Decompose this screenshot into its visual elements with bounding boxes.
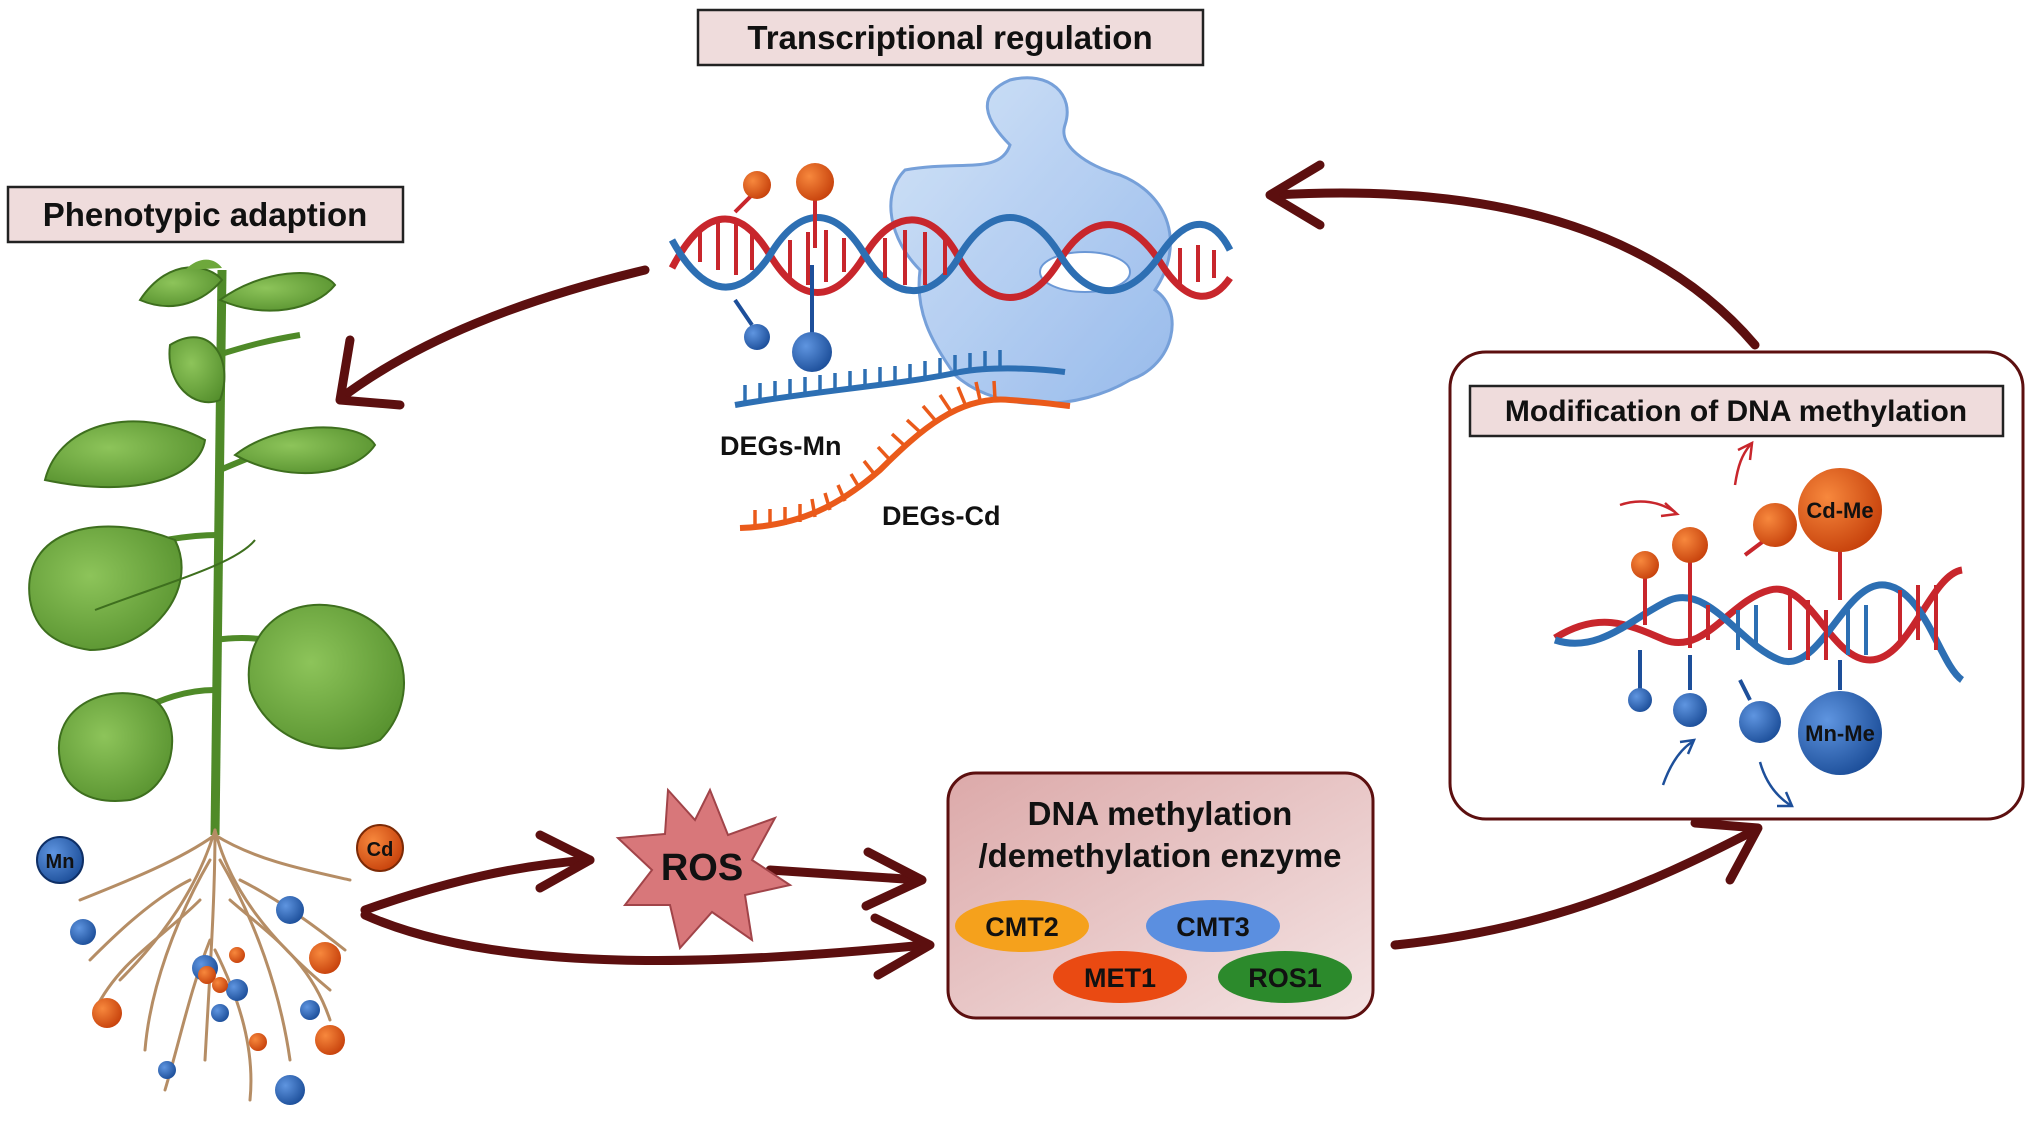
mrna-strands xyxy=(734,350,1071,531)
methyl-marks-right: Cd-Me Mn-Me xyxy=(1628,468,1882,775)
svg-text:Mn: Mn xyxy=(46,851,75,873)
dna-helix-top xyxy=(668,214,1234,301)
arrow-to-ros xyxy=(360,855,595,915)
cycle-arrows xyxy=(335,160,1763,980)
enzyme-pill-ros1: ROS1 xyxy=(1218,951,1352,1003)
arrow-to-ros-head xyxy=(535,830,595,893)
arrow-to-plant-head xyxy=(335,335,405,410)
root-particles xyxy=(70,896,345,1105)
svg-text:CMT2: CMT2 xyxy=(985,912,1059,942)
degs-mn-label: DEGs-Mn xyxy=(720,431,842,461)
arrow-root-to-enzyme xyxy=(360,910,930,965)
enzyme-pill-cmt3: CMT3 xyxy=(1146,900,1280,952)
arrow-enzyme-to-modification-head xyxy=(1690,818,1763,885)
arrow-to-plant xyxy=(340,265,650,400)
dna-helix-right xyxy=(1553,566,1965,683)
svg-text:Phenotypic adaption: Phenotypic adaption xyxy=(43,196,368,233)
modification-panel: Modification of DNA methylation xyxy=(1448,350,2025,821)
phenotypic-adaption-label: Phenotypic adaption xyxy=(6,185,405,244)
arrow-root-to-enzyme-head xyxy=(870,913,935,980)
mn-me-label: Mn-Me xyxy=(1805,721,1875,746)
mn-ion-badge: Mn xyxy=(36,836,84,884)
svg-text:CMT3: CMT3 xyxy=(1176,912,1250,942)
enzyme-pill-met1: MET1 xyxy=(1053,951,1187,1003)
arrow-to-transcription-head xyxy=(1265,160,1325,230)
svg-text:MET1: MET1 xyxy=(1084,963,1156,993)
arrow-ros-to-enzyme xyxy=(765,865,925,885)
svg-text:Transcriptional regulation: Transcriptional regulation xyxy=(747,19,1152,56)
arrow-to-transcription xyxy=(1270,188,1760,350)
methyl-marks-top xyxy=(733,163,834,372)
arrow-ros-to-enzyme-head xyxy=(861,847,927,911)
enzyme-pill-cmt2: CMT2 xyxy=(955,900,1089,952)
enzyme-title-line1: DNA methylation xyxy=(1028,795,1293,832)
svg-text:Modification of DNA methylatio: Modification of DNA methylation xyxy=(1505,395,1967,428)
plant-roots xyxy=(78,828,352,1102)
plant-illustration xyxy=(28,259,405,836)
ros-burst: ROS xyxy=(615,787,793,951)
svg-text:Cd: Cd xyxy=(367,839,394,861)
transcriptional-regulation-label: Transcriptional regulation xyxy=(696,8,1205,67)
svg-text:ROS1: ROS1 xyxy=(1248,963,1322,993)
cd-me-label: Cd-Me xyxy=(1806,498,1873,523)
arrow-enzyme-to-modification xyxy=(1390,825,1760,950)
small-arrows-right xyxy=(1619,440,1794,808)
svg-text:ROS: ROS xyxy=(661,847,743,889)
enzyme-title-line2: /demethylation enzyme xyxy=(978,837,1341,874)
ribosome-illustration xyxy=(889,76,1174,406)
cd-ion-badge: Cd xyxy=(356,824,404,872)
degs-cd-label: DEGs-Cd xyxy=(882,501,1001,531)
